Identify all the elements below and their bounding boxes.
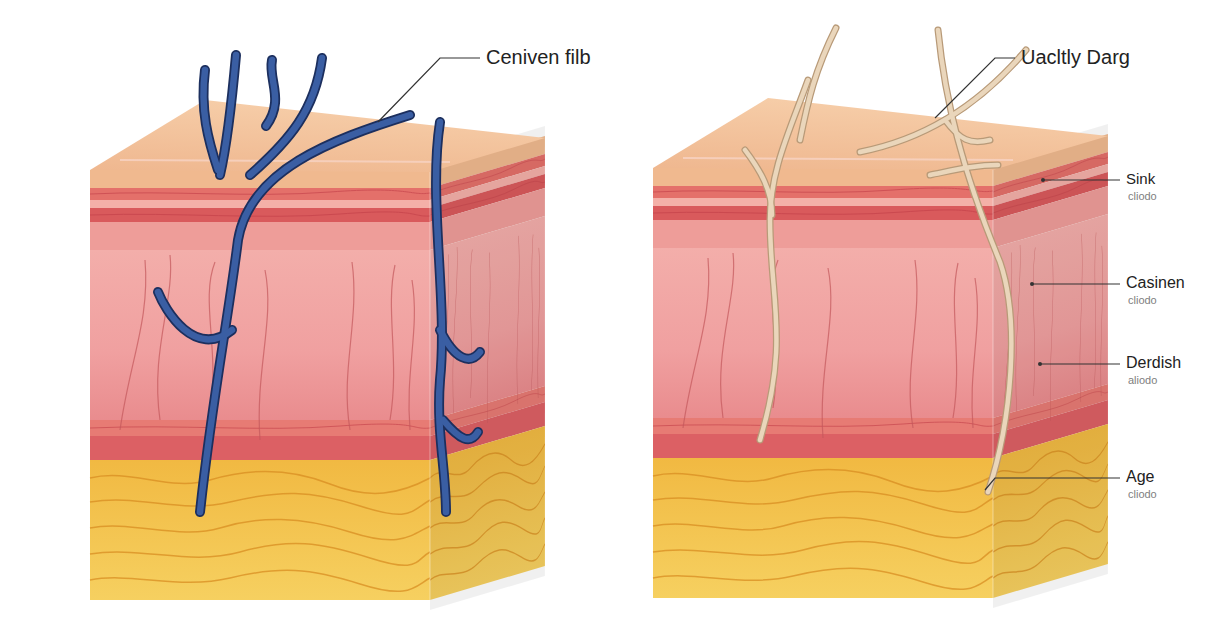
sub-label: cliodo [1128, 488, 1157, 501]
part-label: Sink [1126, 170, 1155, 187]
part-label: Derdish [1126, 354, 1181, 372]
skin-block [90, 100, 545, 610]
sub-label: cliodo [1128, 294, 1157, 307]
skin-block [653, 98, 1108, 608]
part-label: Casinen [1126, 274, 1185, 292]
sub-label: cliodo [1128, 190, 1157, 203]
nerve-fibers [745, 28, 1026, 492]
leader-dots [1030, 178, 1045, 366]
blood-vessels [158, 55, 480, 512]
sub-label: aliodo [1128, 374, 1157, 387]
part-label: Ceniven filb [486, 46, 591, 69]
part-label: Uacltly Darg [1021, 46, 1130, 69]
leader-lines [378, 58, 1120, 490]
part-label: Age [1126, 468, 1154, 486]
